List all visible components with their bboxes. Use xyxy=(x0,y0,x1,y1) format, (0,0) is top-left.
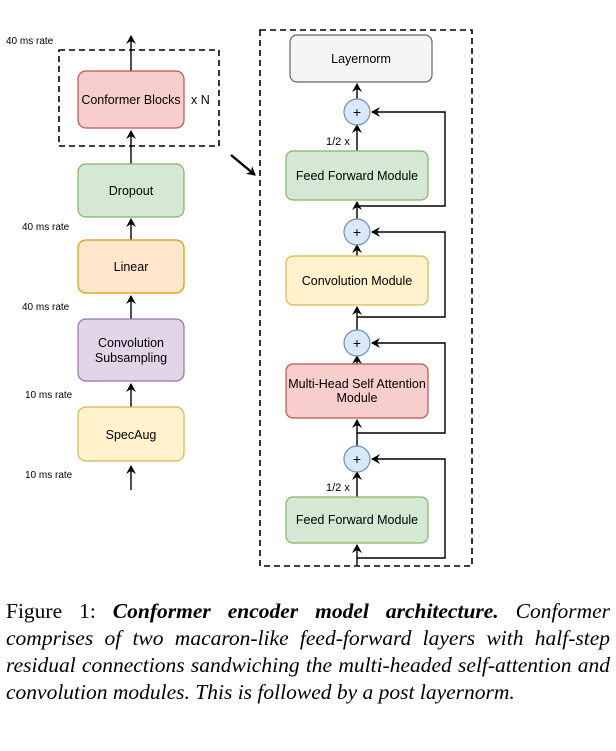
subsampling-label-line2: Subsampling xyxy=(95,351,167,365)
linear-label: Linear xyxy=(114,260,149,274)
residual-2 xyxy=(357,338,446,434)
residual-4 xyxy=(357,107,446,207)
layernorm-label: Layernorm xyxy=(331,52,391,66)
mhsa-block: Multi-Head Self Attention Module xyxy=(285,363,429,419)
ffn-top-label: Feed Forward Module xyxy=(296,169,418,183)
mhsa-label-line1: Multi-Head Self Attention xyxy=(288,377,426,391)
rate-after-specaug: 10 ms rate xyxy=(25,390,73,401)
ffn-bottom-block: Feed Forward Module xyxy=(285,496,429,544)
caption-label: Figure 1: xyxy=(6,599,96,623)
rate-input: 10 ms rate xyxy=(25,470,73,481)
zoom-arrow xyxy=(230,154,256,176)
plus-node-2: + xyxy=(343,329,371,357)
repeat-label: x N xyxy=(191,93,210,107)
conformer-group-border xyxy=(58,49,220,147)
conformer-diagram: SpecAug Convolution Subsampling Linear D… xyxy=(6,29,473,567)
residual-3 xyxy=(357,227,446,318)
ffn-top-block: Feed Forward Module xyxy=(285,150,429,201)
rate-after-subsampling: 40 ms rate xyxy=(22,302,70,313)
dropout-label: Dropout xyxy=(109,184,154,198)
ffn-bottom-label: Feed Forward Module xyxy=(296,513,418,527)
figure-caption: Figure 1: Conformer encoder model archit… xyxy=(6,598,610,706)
half-step-bottom-label: 1/2 x xyxy=(326,482,350,494)
dropout-block: Dropout xyxy=(77,163,185,218)
half-step-top-label: 1/2 x xyxy=(326,136,350,148)
specaug-block: SpecAug xyxy=(77,406,185,462)
subsampling-label-line1: Convolution xyxy=(98,336,164,350)
layernorm-block: Layernorm xyxy=(289,34,433,83)
linear-block: Linear xyxy=(77,239,185,294)
conv-module-label: Convolution Module xyxy=(302,274,413,288)
plus-node-1: + xyxy=(343,445,371,473)
conv-module-block: Convolution Module xyxy=(285,255,429,306)
plus-node-3-label: + xyxy=(353,224,361,240)
plus-node-2-label: + xyxy=(353,335,361,351)
conformer-block-border xyxy=(259,29,473,567)
plus-node-3: + xyxy=(343,218,371,246)
plus-node-4-label: + xyxy=(353,104,361,120)
residual-1 xyxy=(357,454,446,559)
caption-title: Conformer encoder model architecture. xyxy=(112,599,499,623)
plus-node-4: + xyxy=(343,98,371,126)
rate-after-linear: 40 ms rate xyxy=(22,222,70,233)
rate-output: 40 ms rate xyxy=(6,36,54,47)
conformer-blocks: Conformer Blocks xyxy=(77,70,185,129)
conformer-blocks-label: Conformer Blocks xyxy=(81,93,180,107)
subsampling-block: Convolution Subsampling xyxy=(77,318,185,382)
mhsa-label-line2: Module xyxy=(337,391,378,405)
specaug-label: SpecAug xyxy=(106,428,157,442)
plus-node-1-label: + xyxy=(353,451,361,467)
caption-body: Conformer comprises of two macaron-like … xyxy=(6,599,611,704)
